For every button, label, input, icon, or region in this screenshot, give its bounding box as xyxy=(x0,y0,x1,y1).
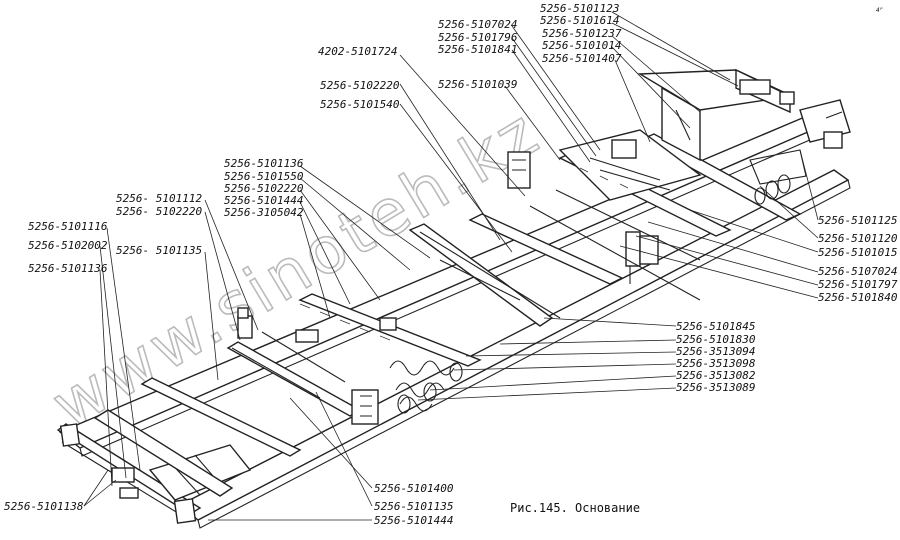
part-label: 5256-5101540 xyxy=(320,98,400,111)
part-label: 5256- 5102220 xyxy=(116,205,202,218)
figure-caption: Рис.145. Основание xyxy=(510,501,640,515)
spring-assembly xyxy=(389,360,463,414)
part-label: 5256-5102002 xyxy=(28,239,108,252)
part-label: 5256- 5101135 xyxy=(116,244,202,257)
part-label: 5256-5107024 xyxy=(818,265,897,278)
part-label: 5256-5101136 xyxy=(28,262,108,275)
part-label: 5256-5102220 xyxy=(320,79,400,92)
part-label: 5256-5101135 xyxy=(374,500,453,513)
part-label: 5256-5101550 xyxy=(224,170,304,183)
part-label: 5256-5101830 xyxy=(676,333,756,346)
part-label: 5256-5101796 xyxy=(438,31,518,44)
part-label: 5256-3105042 xyxy=(224,206,304,219)
part-label: 5256-5101116 xyxy=(28,220,108,233)
part-label: 5256-3513089 xyxy=(676,381,755,394)
leader-lines xyxy=(83,11,819,521)
part-label: 5256-5101797 xyxy=(818,278,898,291)
part-label: 5256-5101120 xyxy=(818,232,898,245)
part-label: 5256-5101136 xyxy=(224,157,304,170)
front-hooks xyxy=(749,149,807,205)
part-labels: 5256-5101123 5256-5101614 5256-5101237 5… xyxy=(4,2,898,527)
part-label: 4202-5101724 xyxy=(318,45,397,58)
part-label: 5256-5101039 xyxy=(438,78,517,91)
part-label: 5256-5101614 xyxy=(540,14,619,27)
part-label: 5256-5101123 xyxy=(540,2,619,15)
part-label: 5256-5101444 xyxy=(374,514,453,527)
part-label: 5256-3513098 xyxy=(676,357,756,370)
part-label: 5256- 5101112 xyxy=(116,192,202,205)
part-label: 5256-5101125 xyxy=(818,214,897,227)
part-label: 5256-5101840 xyxy=(818,291,898,304)
part-label: 5256-3513094 xyxy=(676,345,755,358)
chassis-frame xyxy=(56,68,851,529)
part-label: 5256-5101237 xyxy=(542,27,622,40)
corner-note: 4ᴾ xyxy=(876,7,883,14)
part-label: 5256-5101407 xyxy=(542,52,622,65)
part-label: 5256-5101014 xyxy=(542,39,621,52)
part-label: 5256-5101444 xyxy=(224,194,303,207)
part-label: 5256-3513082 xyxy=(676,369,756,382)
part-label: 5256-5101400 xyxy=(374,482,454,495)
part-label: 5256-5101841 xyxy=(438,43,517,56)
part-label: 5256-5101138 xyxy=(4,500,84,513)
part-label: 5256-5102220 xyxy=(224,182,304,195)
part-label: 5256-5101015 xyxy=(818,246,897,259)
part-label: 5256-5101845 xyxy=(676,320,755,333)
part-label: 5256-5107024 xyxy=(438,18,517,31)
